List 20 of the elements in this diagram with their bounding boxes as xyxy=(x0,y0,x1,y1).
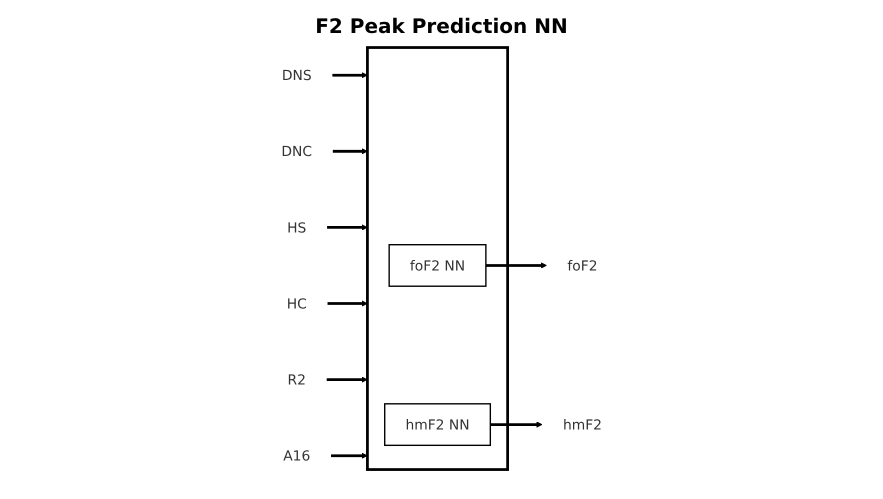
node-text: R2 xyxy=(287,371,306,388)
cluster xyxy=(366,46,509,471)
diagram-title: F2 Peak Prediction NN xyxy=(314,14,569,38)
arrow xyxy=(330,452,368,459)
arrow xyxy=(486,262,547,268)
arrow xyxy=(327,300,368,307)
node-box: hmF2 NN xyxy=(384,403,491,446)
arrow xyxy=(326,376,368,383)
arrow xyxy=(326,224,368,230)
node-box: foF2 NN xyxy=(388,244,486,287)
node-text: DNS xyxy=(282,66,312,84)
arrow xyxy=(332,72,368,78)
node-text: HS xyxy=(286,219,306,236)
arrow xyxy=(490,422,542,428)
arrow xyxy=(332,148,368,154)
node-text: A16 xyxy=(282,447,310,464)
node-text: hmF2 xyxy=(562,416,602,433)
node-text: foF2 xyxy=(567,257,598,274)
node-text: DNC xyxy=(281,143,312,160)
node-text: HC xyxy=(286,295,307,312)
